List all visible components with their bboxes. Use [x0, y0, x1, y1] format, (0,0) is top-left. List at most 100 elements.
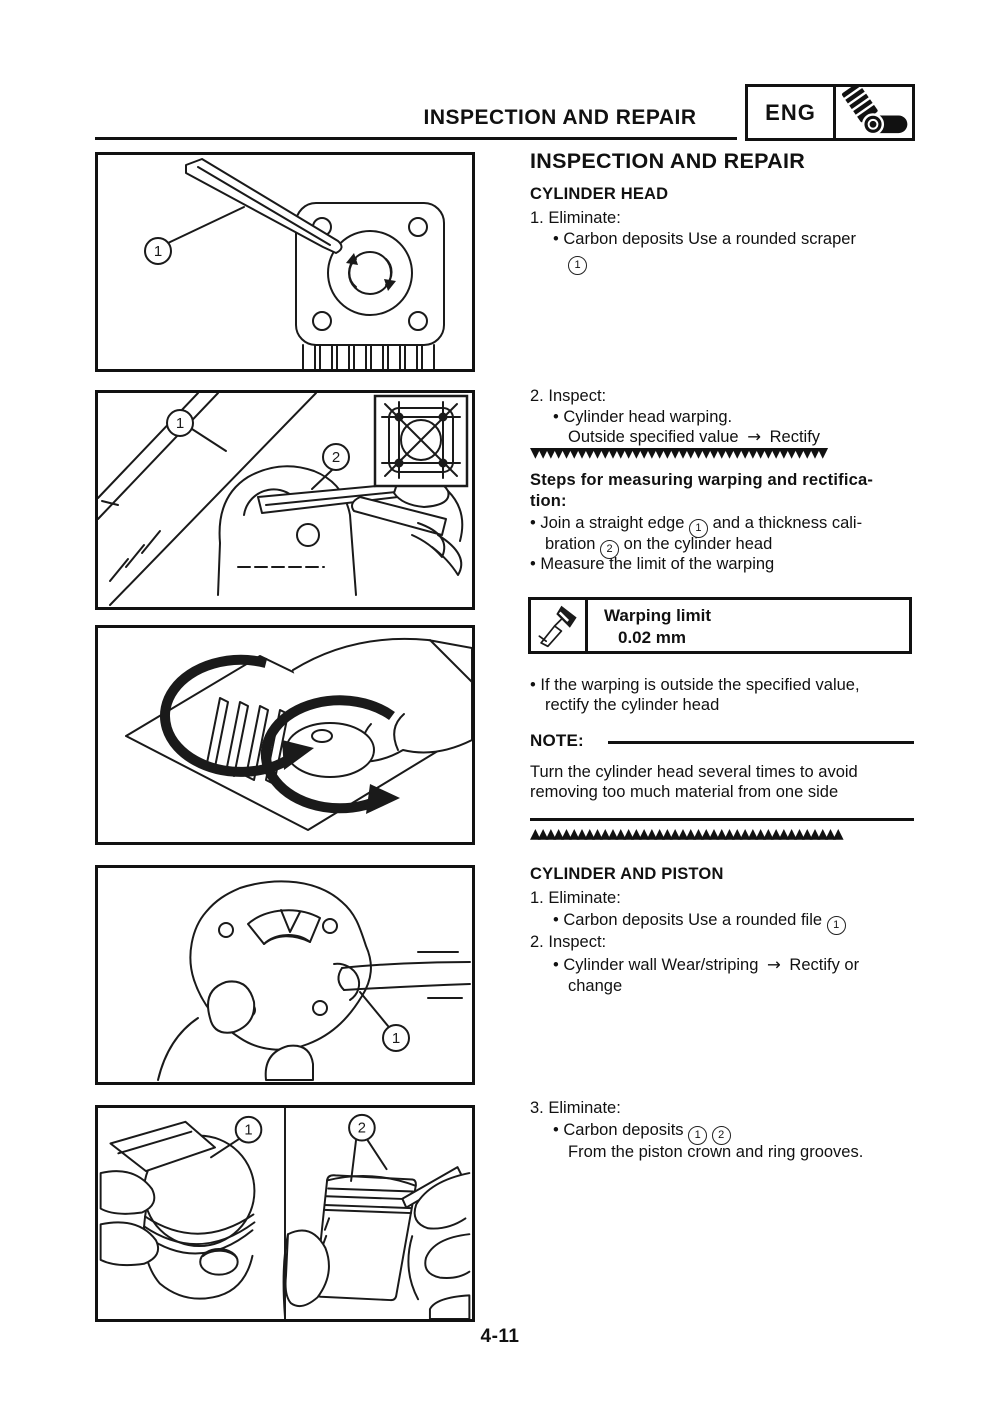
ch-step1-bullet: • Carbon deposits Use a rounded scraper	[553, 229, 856, 249]
circled-number-1: 1	[826, 916, 846, 935]
section-badge: ENG	[745, 84, 915, 141]
bullet-glyph: •	[553, 408, 559, 426]
step-text: and a thickness cali-	[712, 514, 863, 532]
figure-cylinder-filing: 1	[95, 865, 475, 1085]
step-item: Carbon deposits Use a rounded file	[563, 911, 823, 929]
bullet-glyph: •	[530, 514, 536, 532]
cp-step3: 3. Eliminate:	[530, 1098, 621, 1118]
step-text: Measure the limit of the warping	[540, 555, 775, 573]
step-item: Cylinder wall Wear/striping	[563, 956, 759, 974]
figure2-callout-1: 1	[166, 409, 194, 437]
step-item: Cylinder head warping.	[563, 408, 733, 426]
step-number: 3.	[530, 1099, 544, 1117]
cp-step1: 1. Eliminate:	[530, 888, 621, 908]
cp-step2-bullet: • Cylinder wall Wear/striping → Rectify …	[553, 955, 859, 975]
condition-text: Outside specified value	[568, 428, 739, 446]
circled-number-1: 1	[568, 256, 587, 275]
figure5-callout-1: 1	[234, 1115, 263, 1144]
step-number: 1.	[530, 889, 544, 907]
cylinder-piston-heading: CYLINDER AND PISTON	[530, 865, 724, 883]
page-header-title: INSPECTION AND REPAIR	[423, 106, 697, 129]
note-block: NOTE:	[530, 731, 914, 751]
step-text: Join a straight edge	[540, 514, 685, 532]
ch-step1: 1. Eliminate:	[530, 208, 621, 228]
figure1-callout-1: 1	[144, 237, 172, 265]
step-verb: Eliminate:	[548, 1099, 621, 1117]
cp-step3-bullet: • Carbon deposits 1 2	[553, 1120, 731, 1145]
step-item: Carbon deposits Use a rounded scraper	[563, 230, 856, 248]
note-rule	[607, 741, 914, 744]
page-number: 4-11	[480, 1326, 520, 1347]
step-item: Carbon deposits	[563, 1121, 684, 1139]
figure3-illustration	[125, 637, 472, 831]
svg-text:2: 2	[358, 1121, 366, 1137]
steps-heading-line1: Steps for measuring warping and rectific…	[530, 471, 874, 489]
bullet-glyph: •	[553, 911, 559, 929]
steps-bullet2: • Measure the limit of the warping	[530, 554, 774, 574]
cp-step2: 2. Inspect:	[530, 932, 606, 952]
circled-number-2: 2	[711, 1126, 731, 1145]
svg-text:1: 1	[176, 415, 184, 432]
step-text: If the warping is outside the specified …	[540, 676, 860, 694]
bullet-glyph: •	[553, 230, 559, 248]
ch-step2-bullet: • Cylinder head warping.	[553, 407, 732, 427]
ch-step1-ref: 1	[568, 250, 587, 275]
step-number: 2.	[530, 933, 544, 951]
cp-step3-line2: From the piston crown and ring grooves.	[568, 1143, 864, 1161]
steps-bullet3-line2: rectify the cylinder head	[545, 696, 720, 714]
cylinder-head-heading: CYLINDER HEAD	[530, 185, 669, 203]
note-text-line2: removing too much material from one side	[530, 783, 839, 801]
spec-label: Warping limit	[604, 606, 712, 625]
figure4-illustration: 1	[157, 880, 471, 1081]
engine-icon	[836, 87, 912, 138]
figure1-illustration: 1	[144, 158, 445, 369]
step-verb: Eliminate:	[548, 209, 621, 227]
section-end-rule	[530, 818, 914, 821]
bullet-glyph: •	[553, 956, 559, 974]
figure-warping-measurement: 1 2	[95, 390, 475, 610]
action-text: Rectify or	[789, 956, 860, 974]
arrow-icon: →	[747, 427, 762, 446]
arrow-icon: →	[766, 955, 781, 974]
cp-step2-line2: change	[568, 977, 623, 995]
steps-bullet3-line1: • If the warping is outside the specifie…	[530, 675, 860, 695]
figure-head-resurfacing	[95, 625, 475, 845]
figure-piston-cleaning: 1 2	[95, 1105, 475, 1322]
figure4-callout-1: 1	[382, 1024, 410, 1052]
figure2-illustration: 1 2	[98, 393, 469, 606]
svg-text:2: 2	[332, 449, 340, 466]
note-text-line1: Turn the cylinder head several times to …	[530, 763, 858, 781]
figure5-illustration: 1 2	[99, 1108, 471, 1319]
lang-label: ENG	[748, 87, 836, 138]
spec-box: Warping limit 0.02 mm	[528, 597, 912, 654]
figure5-callout-2: 2	[348, 1113, 376, 1142]
step-number: 1.	[530, 209, 544, 227]
divider-triangles-up: ▲▲▲▲▲▲▲▲▲▲▲▲▲▲▲▲▲▲▲▲▲▲▲▲▲▲▲▲▲▲▲▲▲▲▲▲▲▲▲▲	[530, 826, 844, 842]
bullet-glyph: •	[553, 1121, 559, 1139]
section-title: INSPECTION AND REPAIR	[530, 149, 806, 173]
step-verb: Inspect:	[548, 387, 607, 405]
ch-step2-result: Outside specified value → Rectify	[568, 427, 820, 447]
steps-bullet1-line2: bration 2 on the cylinder head	[545, 534, 772, 559]
header-rule	[95, 137, 737, 140]
spec-value: 0.02 mm	[618, 628, 687, 647]
engine-icon-svg	[841, 87, 908, 136]
bullet-glyph: •	[530, 555, 536, 573]
divider-triangles-down: ▼▼▼▼▼▼▼▼▼▼▼▼▼▼▼▼▼▼▼▼▼▼▼▼▼▼▼▼▼▼▼▼▼▼▼▼▼▼	[530, 445, 828, 461]
step-text: on the cylinder head	[623, 535, 773, 553]
spec-text: Warping limit 0.02 mm	[588, 600, 711, 651]
bullet-glyph: •	[530, 676, 536, 694]
step-verb: Inspect:	[548, 933, 607, 951]
svg-text:1: 1	[392, 1030, 400, 1047]
svg-text:1: 1	[154, 243, 162, 260]
action-text: Rectify	[769, 428, 821, 446]
caliper-icon-svg	[538, 605, 577, 647]
steps-bullet1-line1: • Join a straight edge 1 and a thickness…	[530, 513, 862, 538]
figure2-inset	[373, 394, 469, 488]
figure-cylinder-head-scraping: 1	[95, 152, 475, 372]
step-number: 2.	[530, 387, 544, 405]
steps-heading-line2: tion:	[530, 492, 567, 510]
figure2-callout-2: 2	[322, 443, 350, 471]
cp-step1-bullet: • Carbon deposits Use a rounded file 1	[553, 910, 846, 935]
